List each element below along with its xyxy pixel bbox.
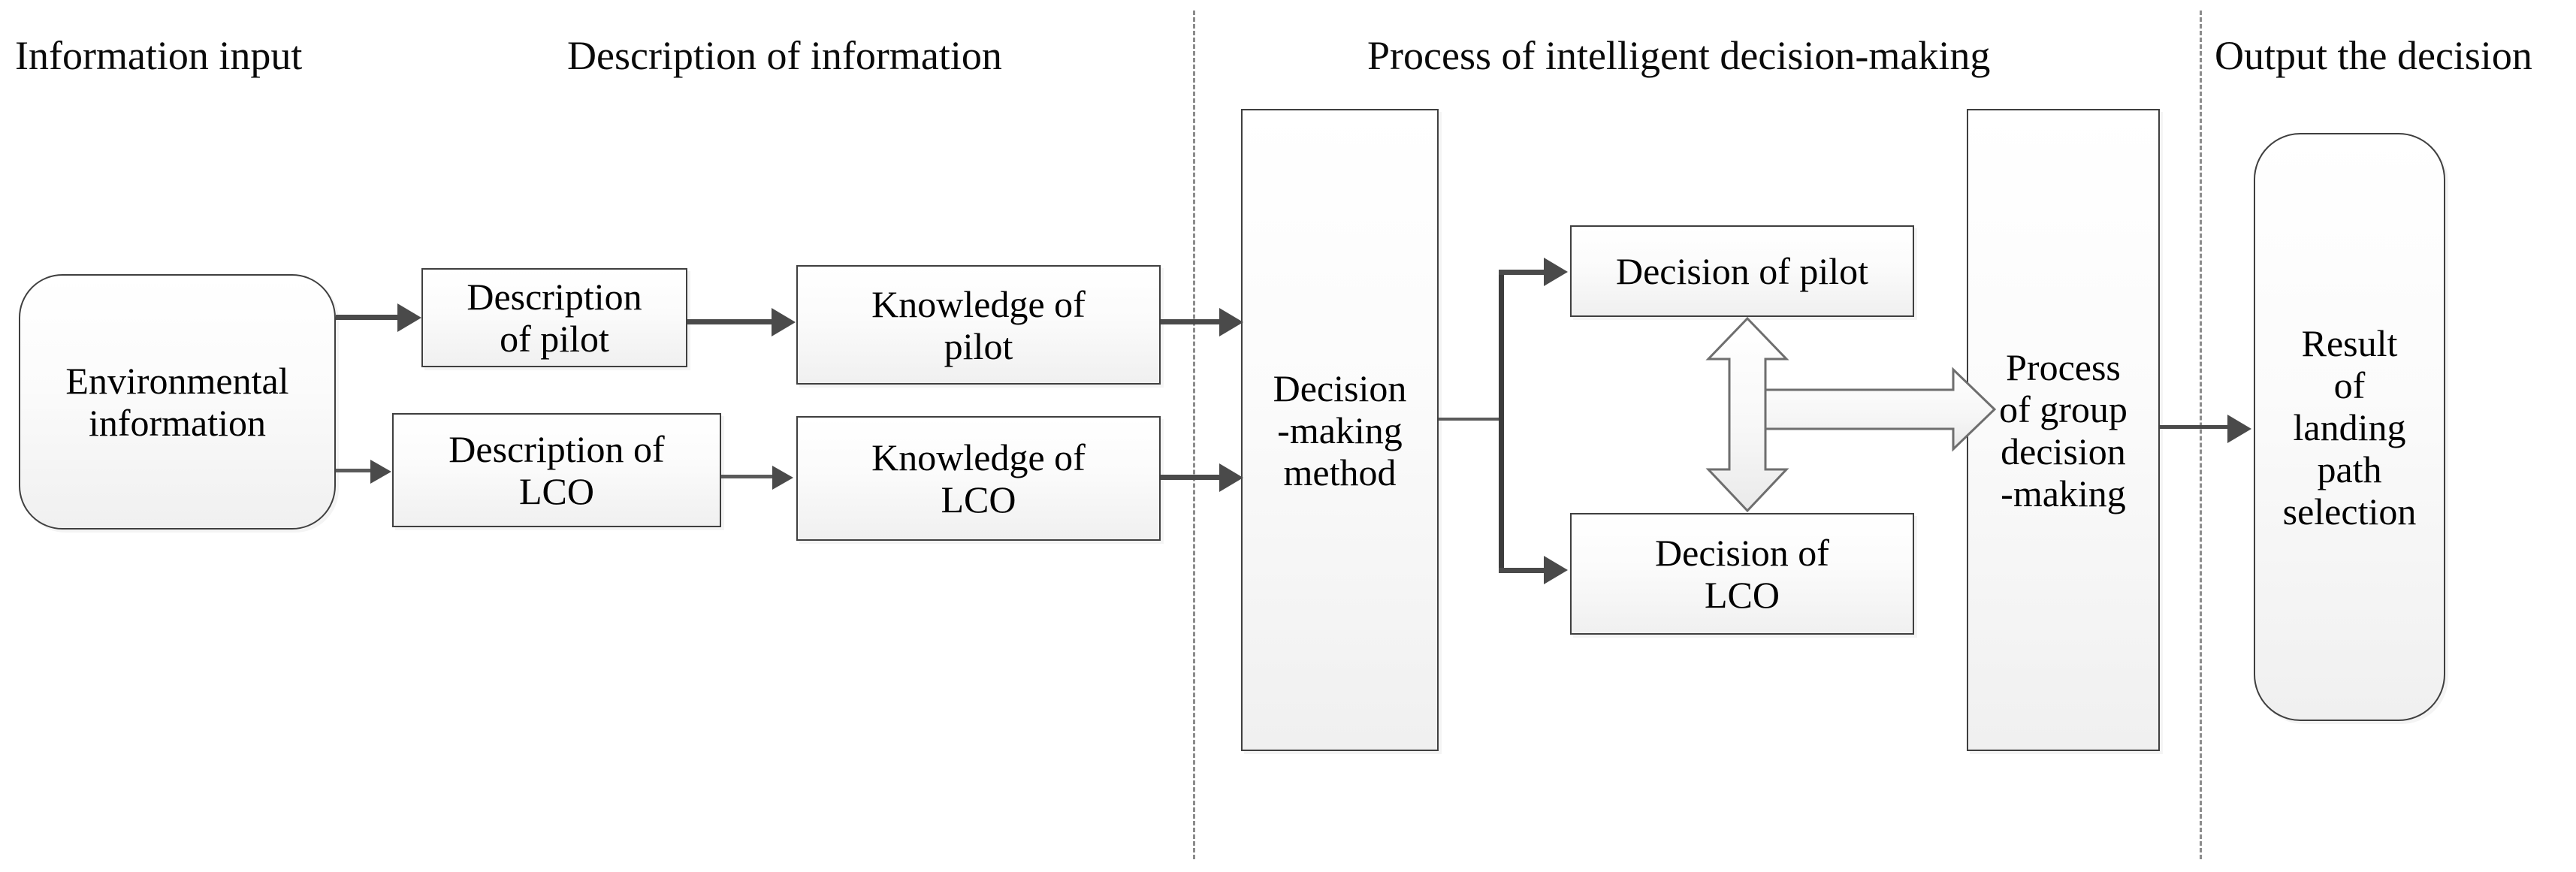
node-decision-of-pilot-label: Decision of pilot — [1615, 250, 1869, 292]
edge-know-pilot-to-method — [1161, 319, 1219, 324]
header-information-input: Information input — [15, 33, 303, 78]
node-knowledge-of-lco-label: Knowledge of LCO — [871, 436, 1086, 520]
edge-method-to-decision-pilot-arrowhead — [1544, 258, 1568, 286]
edge-desc-lco-to-know-lco — [721, 475, 772, 478]
edge-know-pilot-to-method-arrowhead — [1219, 308, 1243, 336]
hollow-arrow-right — [1764, 367, 1997, 452]
edge-group-process-to-result-arrowhead — [2227, 415, 2251, 443]
edge-env-to-desc-pilot — [336, 315, 397, 320]
edge-know-lco-to-method-arrowhead — [1219, 463, 1243, 492]
edge-env-to-desc-lco-arrowhead — [370, 460, 391, 484]
node-decision-of-pilot[interactable]: Decision of pilot — [1570, 225, 1914, 317]
edge-method-to-decision-lco — [1499, 568, 1548, 573]
divider-1 — [1193, 11, 1195, 859]
node-description-of-pilot[interactable]: Description of pilot — [421, 268, 687, 367]
edge-method-to-decision-pilot — [1499, 270, 1548, 275]
node-description-of-pilot-label: Description of pilot — [467, 276, 642, 360]
edge-know-lco-to-method — [1161, 475, 1219, 480]
node-decision-of-lco-label: Decision of LCO — [1655, 532, 1829, 616]
edge-desc-lco-to-know-lco-arrowhead — [772, 466, 793, 490]
edge-desc-pilot-to-know-pilot-arrowhead — [772, 308, 796, 336]
node-decision-making-method[interactable]: Decision -making method — [1241, 109, 1439, 751]
node-process-of-group-decision-making[interactable]: Process of group decision -making — [1967, 109, 2160, 751]
edge-group-process-to-result — [2160, 425, 2233, 429]
node-decision-of-lco[interactable]: Decision of LCO — [1570, 513, 1914, 635]
hollow-double-arrow-vertical — [1705, 316, 1789, 513]
edge-method-to-decision-lco-arrowhead — [1544, 556, 1568, 584]
node-decision-making-method-label: Decision -making method — [1273, 367, 1407, 493]
node-knowledge-of-pilot[interactable]: Knowledge of pilot — [796, 265, 1161, 385]
node-description-of-lco[interactable]: Description of LCO — [392, 413, 721, 527]
node-environmental-information-label: Environmental information — [65, 360, 289, 444]
node-knowledge-of-pilot-label: Knowledge of pilot — [871, 282, 1086, 367]
node-knowledge-of-lco[interactable]: Knowledge of LCO — [796, 416, 1161, 541]
divider-2 — [2200, 11, 2202, 859]
edge-env-to-desc-pilot-arrowhead — [397, 303, 421, 332]
node-process-of-group-decision-making-label: Process of group decision -making — [1999, 345, 2128, 514]
node-description-of-lco-label: Description of LCO — [448, 428, 665, 512]
edge-desc-pilot-to-know-pilot — [687, 319, 772, 324]
header-description-of-information: Description of information — [567, 33, 1002, 78]
header-process-of-intelligent-decision-making: Process of intelligent decision-making — [1367, 33, 1991, 78]
edge-method-branch-spine — [1499, 273, 1504, 573]
node-result-of-landing-path-selection[interactable]: Result of landing path selection — [2254, 133, 2445, 721]
node-result-of-landing-path-selection-label: Result of landing path selection — [2282, 321, 2417, 533]
edge-method-branch-stem — [1439, 418, 1502, 421]
header-output-the-decision: Output the decision — [2215, 33, 2532, 78]
edge-env-to-desc-lco — [336, 469, 370, 472]
node-environmental-information[interactable]: Environmental information — [19, 274, 336, 530]
